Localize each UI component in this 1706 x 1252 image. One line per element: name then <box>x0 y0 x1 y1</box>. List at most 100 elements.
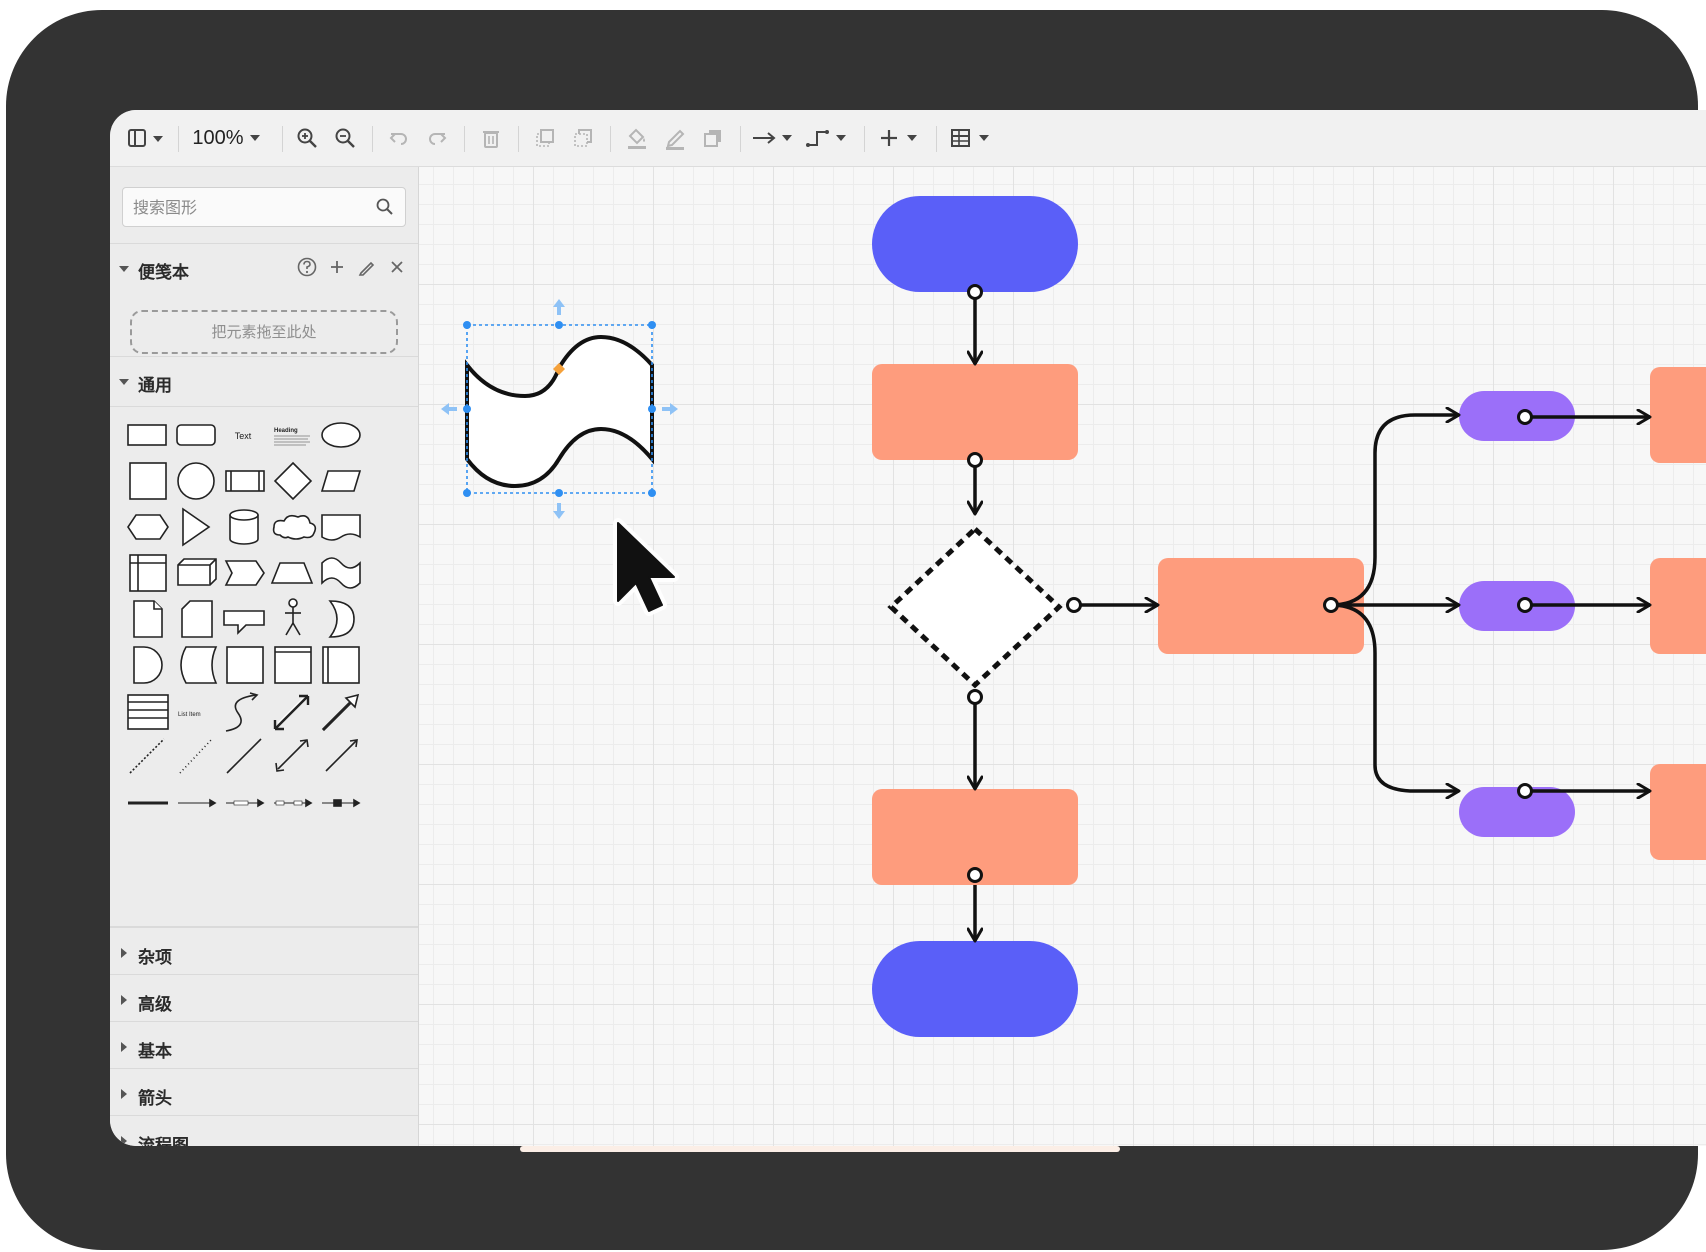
connector-node-3[interactable] <box>1459 787 1575 837</box>
section-flowchart[interactable]: 流程图 <box>110 1115 418 1146</box>
shape-cube[interactable] <box>177 558 217 586</box>
shape-triangle[interactable] <box>182 507 211 547</box>
to-back-button[interactable] <box>566 110 600 166</box>
shape-rounded-rectangle[interactable] <box>176 424 216 446</box>
shadow-button[interactable] <box>696 110 730 166</box>
scratchpad-drop-zone[interactable]: 把元素拖至此处 <box>130 310 398 354</box>
resize-handle[interactable] <box>648 321 656 329</box>
shape-diamond[interactable] <box>273 461 313 501</box>
undo-button[interactable] <box>382 110 416 166</box>
shape-adjust-handle[interactable] <box>553 363 565 375</box>
resize-handle[interactable] <box>555 321 563 329</box>
shape-bidirectional-arrow[interactable] <box>273 694 310 731</box>
general-section-header[interactable]: 通用 <box>110 356 418 407</box>
add-button[interactable] <box>326 256 348 278</box>
shape-list-item[interactable]: List Item <box>178 712 201 718</box>
resize-handle[interactable] <box>463 321 471 329</box>
scratchpad-header[interactable]: 便笺本 <box>110 243 418 294</box>
shape-delay[interactable] <box>133 646 163 684</box>
shape-connector-label[interactable] <box>226 798 265 808</box>
shape-search-input[interactable] <box>133 188 363 226</box>
delete-button[interactable] <box>474 110 508 166</box>
help-button[interactable] <box>296 256 318 278</box>
shape-internal-storage[interactable] <box>129 554 167 592</box>
shape-line[interactable] <box>226 738 262 774</box>
start-terminator[interactable] <box>872 196 1078 292</box>
shape-dashed-line[interactable] <box>129 738 165 774</box>
shape-or[interactable] <box>328 600 355 638</box>
shape-note[interactable] <box>133 600 163 638</box>
resize-handle[interactable] <box>463 489 471 497</box>
shape-ellipse[interactable] <box>321 422 361 448</box>
shape-trapezoid[interactable] <box>270 562 314 584</box>
edge-step3-to-node1[interactable] <box>1330 415 1459 607</box>
section-basic[interactable]: 基本 <box>110 1021 418 1068</box>
shape-directional-connector[interactable] <box>325 739 358 772</box>
process-step-3[interactable] <box>1158 558 1364 654</box>
resize-handle[interactable] <box>648 489 656 497</box>
zoom-in-button[interactable] <box>290 110 324 166</box>
format-panel-toggle-button[interactable] <box>124 110 170 166</box>
selected-tape-shape[interactable] <box>465 334 654 489</box>
section-advanced[interactable]: 高级 <box>110 974 418 1021</box>
shape-connector-two-labels[interactable] <box>274 798 313 808</box>
shape-dotted-line[interactable] <box>179 738 213 774</box>
process-step-2[interactable] <box>872 789 1078 885</box>
shape-hexagon[interactable] <box>127 514 169 540</box>
shape-pool[interactable] <box>322 646 360 684</box>
resize-handle[interactable] <box>463 405 471 413</box>
edit-button[interactable] <box>356 256 378 278</box>
to-front-button[interactable] <box>528 110 562 166</box>
process-step-6[interactable] <box>1650 764 1706 860</box>
clone-arrow-right[interactable] <box>662 403 678 415</box>
fill-color-button[interactable] <box>620 110 654 166</box>
edge-step3-to-node3[interactable] <box>1330 603 1459 791</box>
redo-button[interactable] <box>420 110 454 166</box>
shape-actor[interactable] <box>285 598 301 636</box>
process-step-5[interactable] <box>1650 558 1706 654</box>
zoom-out-button[interactable] <box>328 110 362 166</box>
process-step-4[interactable] <box>1650 367 1706 463</box>
shape-heading-textbox[interactable]: Heading <box>274 428 310 446</box>
line-color-button[interactable] <box>658 110 692 166</box>
shape-cylinder[interactable] <box>229 509 259 545</box>
resize-handle[interactable] <box>648 405 656 413</box>
insert-dropdown[interactable] <box>874 110 928 166</box>
zoom-dropdown[interactable]: 100% <box>186 110 272 166</box>
shape-card[interactable] <box>181 600 213 638</box>
shape-connector-symbol[interactable] <box>322 798 361 808</box>
shape-parallelogram[interactable] <box>320 470 362 492</box>
end-terminator[interactable] <box>872 941 1078 1037</box>
clone-arrow-up[interactable] <box>553 299 565 315</box>
waypoints-dropdown[interactable] <box>804 110 854 166</box>
shape-arrow[interactable] <box>321 693 360 732</box>
shape-tape[interactable] <box>321 557 361 589</box>
section-arrows[interactable]: 箭头 <box>110 1068 418 1115</box>
search-icon[interactable] <box>375 197 395 217</box>
shape-curve[interactable] <box>225 692 259 732</box>
table-dropdown[interactable] <box>946 110 1000 166</box>
shape-callout[interactable] <box>223 610 265 635</box>
clone-arrow-down[interactable] <box>553 503 565 519</box>
section-misc[interactable]: 杂项 <box>110 927 418 974</box>
clone-arrow-left[interactable] <box>441 403 457 415</box>
shape-circle[interactable] <box>177 462 215 500</box>
connector-node-2[interactable] <box>1459 581 1575 631</box>
process-step-1[interactable] <box>872 364 1078 460</box>
shape-process[interactable] <box>225 470 265 492</box>
decision-diamond[interactable] <box>887 525 1063 689</box>
shape-list[interactable] <box>127 694 169 730</box>
shape-bidirectional-connector[interactable] <box>275 739 309 772</box>
connection-style-dropdown[interactable] <box>750 110 800 166</box>
shape-container[interactable] <box>226 646 264 684</box>
close-button[interactable] <box>386 256 408 278</box>
shape-cloud[interactable] <box>272 514 317 540</box>
shape-connector-arrow[interactable] <box>178 798 217 808</box>
diagram-canvas[interactable] <box>419 167 1706 1146</box>
shape-step[interactable] <box>224 560 265 586</box>
shape-stored-data[interactable] <box>180 646 218 684</box>
shape-rectangle[interactable] <box>127 424 167 446</box>
shape-square[interactable] <box>129 462 167 500</box>
resize-handle[interactable] <box>555 489 563 497</box>
connector-node-1[interactable] <box>1459 391 1575 441</box>
